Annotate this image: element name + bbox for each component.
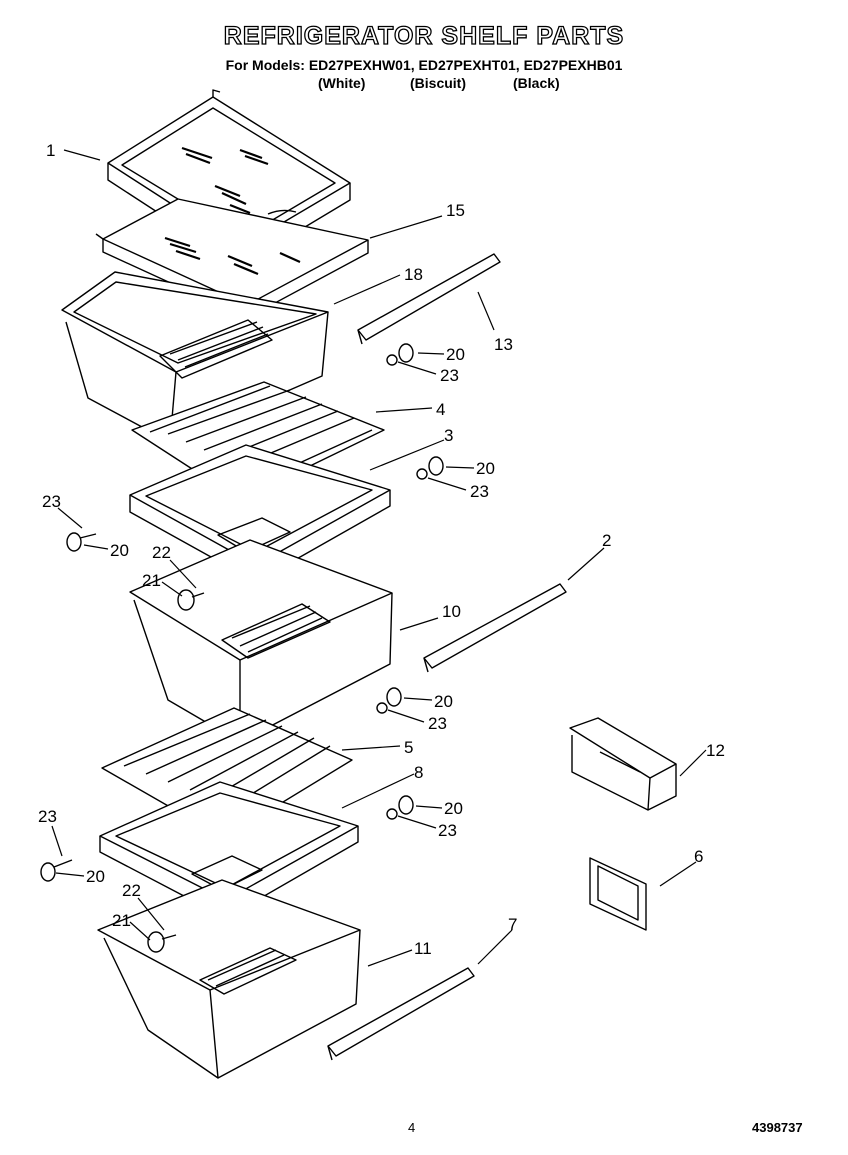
part-2-rail (423, 583, 567, 673)
callout-22-a: 22 (152, 543, 171, 562)
callout-labels: 1 15 18 13 20 23 4 3 20 23 23 20 22 21 2… (38, 141, 725, 958)
page-number: 4 (408, 1120, 416, 1135)
callout-2: 2 (602, 531, 611, 550)
color-black: (Black) (513, 75, 560, 91)
callout-10: 10 (442, 602, 461, 621)
callout-6: 6 (694, 847, 703, 866)
callout-18: 18 (404, 265, 423, 284)
models-line: For Models: ED27PEXHW01, ED27PEXHT01, ED… (225, 57, 623, 73)
callout-20-f: 20 (86, 867, 105, 886)
callout-20-c: 20 (110, 541, 129, 560)
callout-4: 4 (436, 400, 445, 419)
callout-12: 12 (706, 741, 725, 760)
callout-20-d: 20 (434, 692, 453, 711)
color-biscuit: (Biscuit) (410, 75, 466, 91)
leader-lines (51, 149, 707, 967)
callout-5: 5 (404, 738, 413, 757)
callout-23-b: 23 (470, 482, 489, 501)
callout-21-b: 21 (112, 911, 131, 930)
callout-23-d: 23 (428, 714, 447, 733)
part-3-crisper-cover-frame (129, 444, 391, 583)
callout-22-b: 22 (122, 881, 141, 900)
part-10-crisper-pan (129, 539, 393, 743)
part-6-label-holder (589, 857, 647, 931)
document-number: 4398737 (752, 1120, 803, 1135)
page-title: REFRIGERATOR SHELF PARTS (223, 21, 625, 50)
callout-13: 13 (494, 335, 513, 354)
callout-3: 3 (444, 426, 453, 445)
part-5-wire-shelf (101, 707, 353, 839)
part-7-rail (327, 967, 475, 1061)
color-white: (White) (318, 75, 366, 91)
callout-20-e: 20 (444, 799, 463, 818)
callout-21-a: 21 (142, 571, 161, 590)
callout-15: 15 (446, 201, 465, 220)
part-13-rail (357, 253, 501, 345)
callout-23-e: 23 (438, 821, 457, 840)
callout-8: 8 (414, 763, 423, 782)
callout-23-c: 23 (42, 492, 61, 511)
callout-23-f: 23 (38, 807, 57, 826)
callout-7: 7 (508, 915, 517, 934)
callout-23-a: 23 (440, 366, 459, 385)
callout-11: 11 (414, 939, 432, 958)
part-12-bin (569, 717, 677, 811)
callout-1: 1 (46, 141, 55, 160)
part-11-crisper-pan (97, 879, 361, 1079)
callout-20-a: 20 (446, 345, 465, 364)
callout-20-b: 20 (476, 459, 495, 478)
roller-and-screw-parts (40, 343, 444, 953)
part-15-glass-insert (95, 198, 369, 319)
